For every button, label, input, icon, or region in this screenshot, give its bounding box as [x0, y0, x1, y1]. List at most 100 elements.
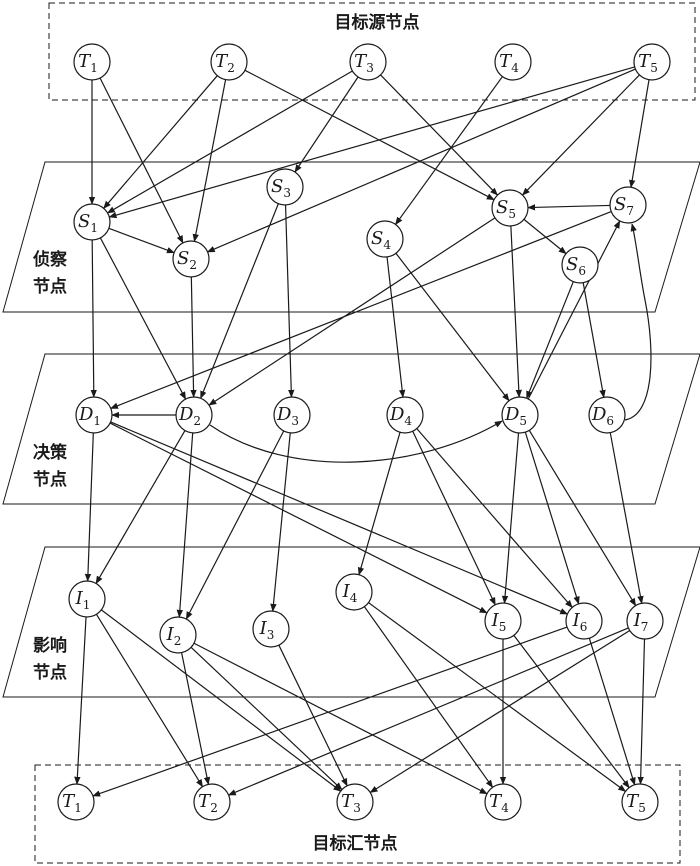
recon-layer-label-line1: 侦察: [33, 249, 68, 270]
edges-layer: [74, 66, 652, 797]
edge-d1-i6: [110, 421, 569, 615]
node-subscript: 5: [499, 620, 507, 634]
node-letter: T: [354, 51, 368, 72]
node-subscript: 7: [641, 620, 649, 634]
node-s5: S5: [491, 189, 529, 227]
recon-layer-plane: [2, 161, 700, 313]
edge-t5s-s2: [206, 68, 636, 253]
node-circle: [484, 602, 522, 640]
node-subscript: 4: [404, 414, 412, 428]
node-label: S7: [614, 194, 634, 218]
node-s7: S7: [609, 186, 647, 224]
node-circle: [68, 580, 106, 618]
node-circle: [266, 168, 304, 206]
edge-d3-i2: [185, 430, 285, 620]
node-circle: [501, 396, 539, 434]
edge-s1-d2: [99, 237, 187, 400]
edge-s2-d2: [190, 276, 197, 398]
edge-t5s-s7: [629, 79, 650, 189]
node-label: D1: [78, 404, 101, 428]
node-t1t: T1: [57, 783, 95, 821]
edge-d2-i1: [95, 430, 186, 585]
edge-s7-s5: [527, 204, 611, 211]
edge-t2s-s2: [192, 79, 227, 243]
edge-s4-d5: [395, 252, 510, 402]
node-label: I4: [342, 581, 358, 605]
node-letter: D: [591, 404, 607, 425]
edge-i1-t1t: [74, 616, 87, 785]
node-circle: [633, 43, 671, 81]
node-s3: S3: [266, 168, 304, 206]
edge-d5-s7: [527, 220, 621, 400]
edge-t2s-s1: [103, 75, 218, 209]
edge-d5-i5: [501, 432, 520, 604]
edge-i7-t3t: [369, 630, 631, 793]
node-label: S4: [371, 228, 391, 252]
node-subscript: 3: [291, 414, 299, 428]
node-letter: I: [259, 618, 268, 639]
edge-s6-d6: [582, 282, 606, 399]
node-circle: [193, 783, 231, 821]
node-subscript: 5: [650, 61, 658, 75]
node-letter: I: [572, 610, 581, 631]
node-circle: [159, 616, 197, 654]
node-label: D6: [591, 404, 614, 428]
node-letter: D: [504, 404, 520, 425]
edge-t5s-s5: [521, 74, 640, 196]
node-label: I6: [572, 610, 588, 634]
node-subscript: 3: [366, 61, 374, 75]
edge-i7-t2t: [227, 627, 629, 796]
node-t4t: T4: [484, 783, 522, 821]
node-label: D5: [504, 404, 527, 428]
edge-i6-t1t: [92, 626, 568, 797]
node-label: T4: [489, 791, 509, 815]
edge-d4-i5: [412, 430, 496, 606]
edge-s5-d5: [510, 225, 522, 398]
node-subscript: 5: [519, 414, 527, 428]
node-subscript: 4: [383, 238, 391, 252]
edge-t4s-s4: [395, 76, 503, 226]
edge-i7-t5t: [637, 638, 646, 785]
node-d4: D4: [386, 396, 424, 434]
edge-d3-i3: [270, 432, 291, 612]
node-circle: [561, 246, 599, 284]
node-subscript: 1: [83, 598, 91, 612]
node-letter: I: [633, 610, 642, 631]
node-circle: [273, 396, 311, 434]
edge-t2s-s5: [244, 69, 495, 201]
node-label: S2: [177, 248, 197, 272]
edge-s4-d4: [386, 256, 406, 398]
node-letter: T: [499, 51, 513, 72]
node-t4s: T4: [494, 43, 532, 81]
node-subscript: 1: [74, 801, 82, 815]
influence-layer-plane: [2, 546, 700, 698]
node-d2: D2: [175, 396, 213, 434]
node-letter: T: [341, 791, 355, 812]
node-t2s: T2: [210, 43, 248, 81]
node-t1s: T1: [73, 43, 111, 81]
node-letter: S: [614, 194, 626, 215]
edge-i1-t2t: [95, 614, 204, 788]
node-letter: D: [276, 404, 292, 425]
edge-i2-t3t: [190, 646, 343, 791]
node-subscript: 4: [511, 61, 519, 75]
edge-d6-i7: [609, 432, 644, 605]
node-letter: S: [566, 254, 578, 275]
node-subscript: 5: [638, 801, 646, 815]
node-label: S1: [78, 211, 98, 235]
node-letter: T: [198, 791, 212, 812]
node-s6: S6: [561, 246, 599, 284]
node-circle: [626, 602, 664, 640]
edge-s1-s2: [108, 227, 175, 254]
node-subscript: 7: [626, 204, 634, 218]
edge-i4-t5t: [368, 602, 627, 792]
node-label: I5: [491, 610, 507, 634]
node-letter: T: [78, 51, 92, 72]
node-label: S6: [566, 254, 586, 278]
node-letter: T: [62, 791, 76, 812]
influence-layer-label-line1: 影响: [33, 635, 67, 656]
edge-t3s-s1: [106, 70, 353, 214]
node-label: S3: [271, 176, 291, 200]
